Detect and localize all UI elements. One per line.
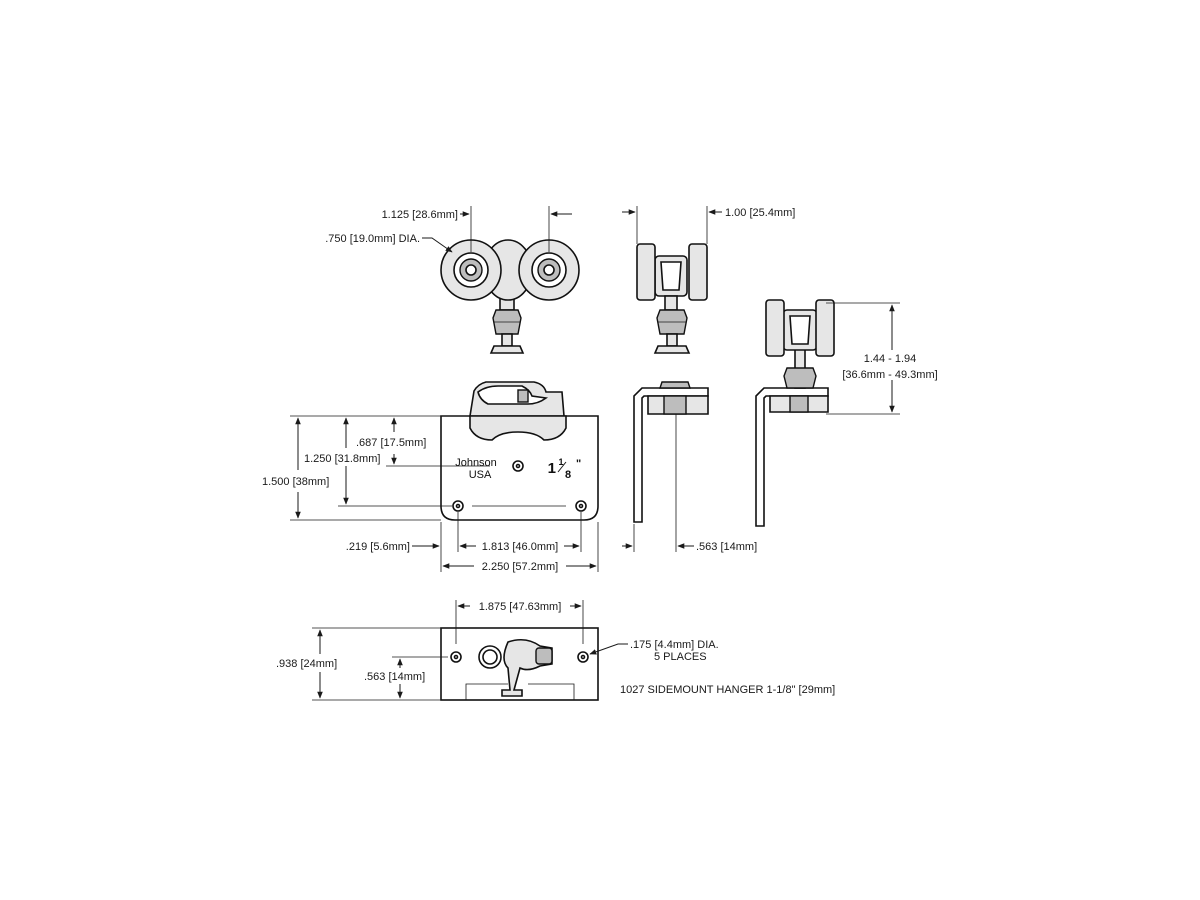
dim-hole-spacing: 1.813 [46.0mm] <box>459 512 582 553</box>
plate-height-label: 1.500 [38mm] <box>262 476 329 488</box>
dim-plate-height: 1.500 [38mm] <box>262 415 441 521</box>
bottom-hole-spacing-label: 1.875 [47.63mm] <box>479 601 562 613</box>
side-view-roller <box>636 243 708 354</box>
dim-logo-height: .687 [17.5mm] <box>356 415 490 467</box>
plate-mid-height-label: 1.250 [31.8mm] <box>304 453 380 465</box>
wheel-spacing-label: 1.125 [28.6mm] <box>382 209 458 221</box>
wheel-dia-label: .750 [19.0mm] DIA. <box>325 233 420 245</box>
hole-count-label: 5 PLACES <box>654 651 707 663</box>
height-range-line1: 1.44 - 1.94 <box>864 353 917 365</box>
dim-wheel-dia: .750 [19.0mm] DIA. <box>325 233 453 253</box>
bottom-hole-offset-label: .563 [14mm] <box>364 671 425 683</box>
size-mark-numerator: 1 <box>558 457 563 467</box>
dim-plate-width: 2.250 [57.2mm] <box>442 522 599 573</box>
mounting-plate-front: Johnson USA 1 1 8 " <box>440 381 599 521</box>
size-mark-whole: 1 <box>548 460 556 477</box>
flange-offset-label: .563 [14mm] <box>696 541 757 553</box>
dim-wheel-spacing: 1.125 [28.6mm] <box>382 206 572 252</box>
side-width-label: 1.00 [25.4mm] <box>725 207 795 219</box>
dim-side-width: 1.00 [25.4mm] <box>622 206 795 244</box>
size-mark-inch: " <box>576 458 581 470</box>
dim-flange-offset: .563 [14mm] <box>622 524 757 553</box>
bottom-view-plate <box>440 627 599 701</box>
dim-height-range: 1.44 - 1.94 [36.6mm - 49.3mm] <box>826 302 938 415</box>
logo-height-label: .687 [17.5mm] <box>356 437 426 449</box>
dim-plate-mid-height: 1.250 [31.8mm] <box>304 417 452 507</box>
dim-bottom-hole-spacing: 1.875 [47.63mm] <box>455 600 584 644</box>
brand-mark-line2: USA <box>469 469 492 481</box>
edge-offset-label: .219 [5.6mm] <box>346 541 410 553</box>
dim-hole-dia: .175 [4.4mm] DIA. 5 PLACES <box>589 639 719 663</box>
dim-bottom-hole-offset: .563 [14mm] <box>364 656 448 699</box>
size-mark-denominator: 8 <box>565 469 571 481</box>
hole-spacing-label: 1.813 [46.0mm] <box>482 541 558 553</box>
hole-dia-label: .175 [4.4mm] DIA. <box>630 639 719 651</box>
installed-assembly-view <box>755 299 835 527</box>
plate-width-label: 2.250 [57.2mm] <box>482 561 558 573</box>
drawing-caption: 1027 SIDEMOUNT HANGER 1-1/8" [29mm] <box>620 684 835 696</box>
front-view-roller <box>440 239 580 354</box>
angle-bracket-side <box>633 381 709 552</box>
dim-edge-offset: .219 [5.6mm] <box>346 512 459 572</box>
height-range-line2: [36.6mm - 49.3mm] <box>842 369 937 381</box>
brand-mark-line1: Johnson <box>455 457 497 469</box>
dim-bottom-depth: .938 [24mm] <box>276 627 441 701</box>
bottom-depth-label: .938 [24mm] <box>276 658 337 670</box>
